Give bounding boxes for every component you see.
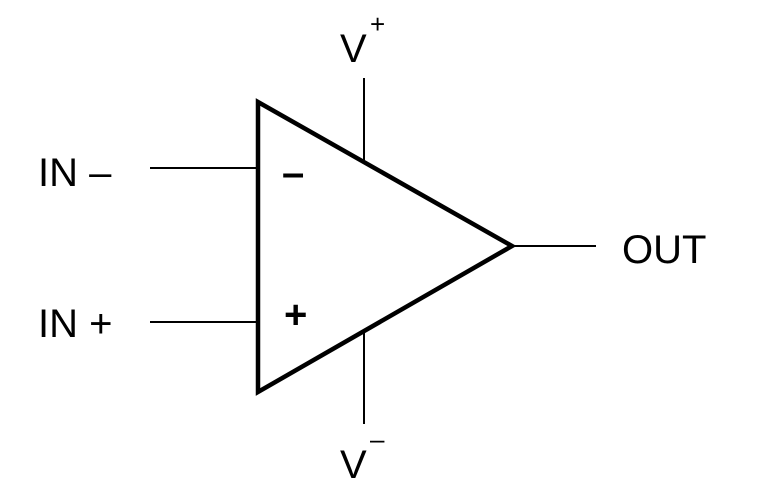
inverting-input-sign: – bbox=[282, 151, 304, 195]
op-amp-triangle bbox=[255, 98, 517, 396]
non-inverting-input-sign: + bbox=[284, 293, 307, 337]
in-plus-label: IN + bbox=[38, 302, 112, 346]
out-label: OUT bbox=[622, 228, 706, 272]
in-minus-label: IN – bbox=[38, 151, 112, 195]
v-plus-label: V bbox=[340, 27, 367, 71]
v-minus-superscript: – bbox=[370, 424, 385, 454]
v-plus-superscript: + bbox=[370, 9, 385, 39]
v-minus-label: V bbox=[340, 443, 367, 487]
